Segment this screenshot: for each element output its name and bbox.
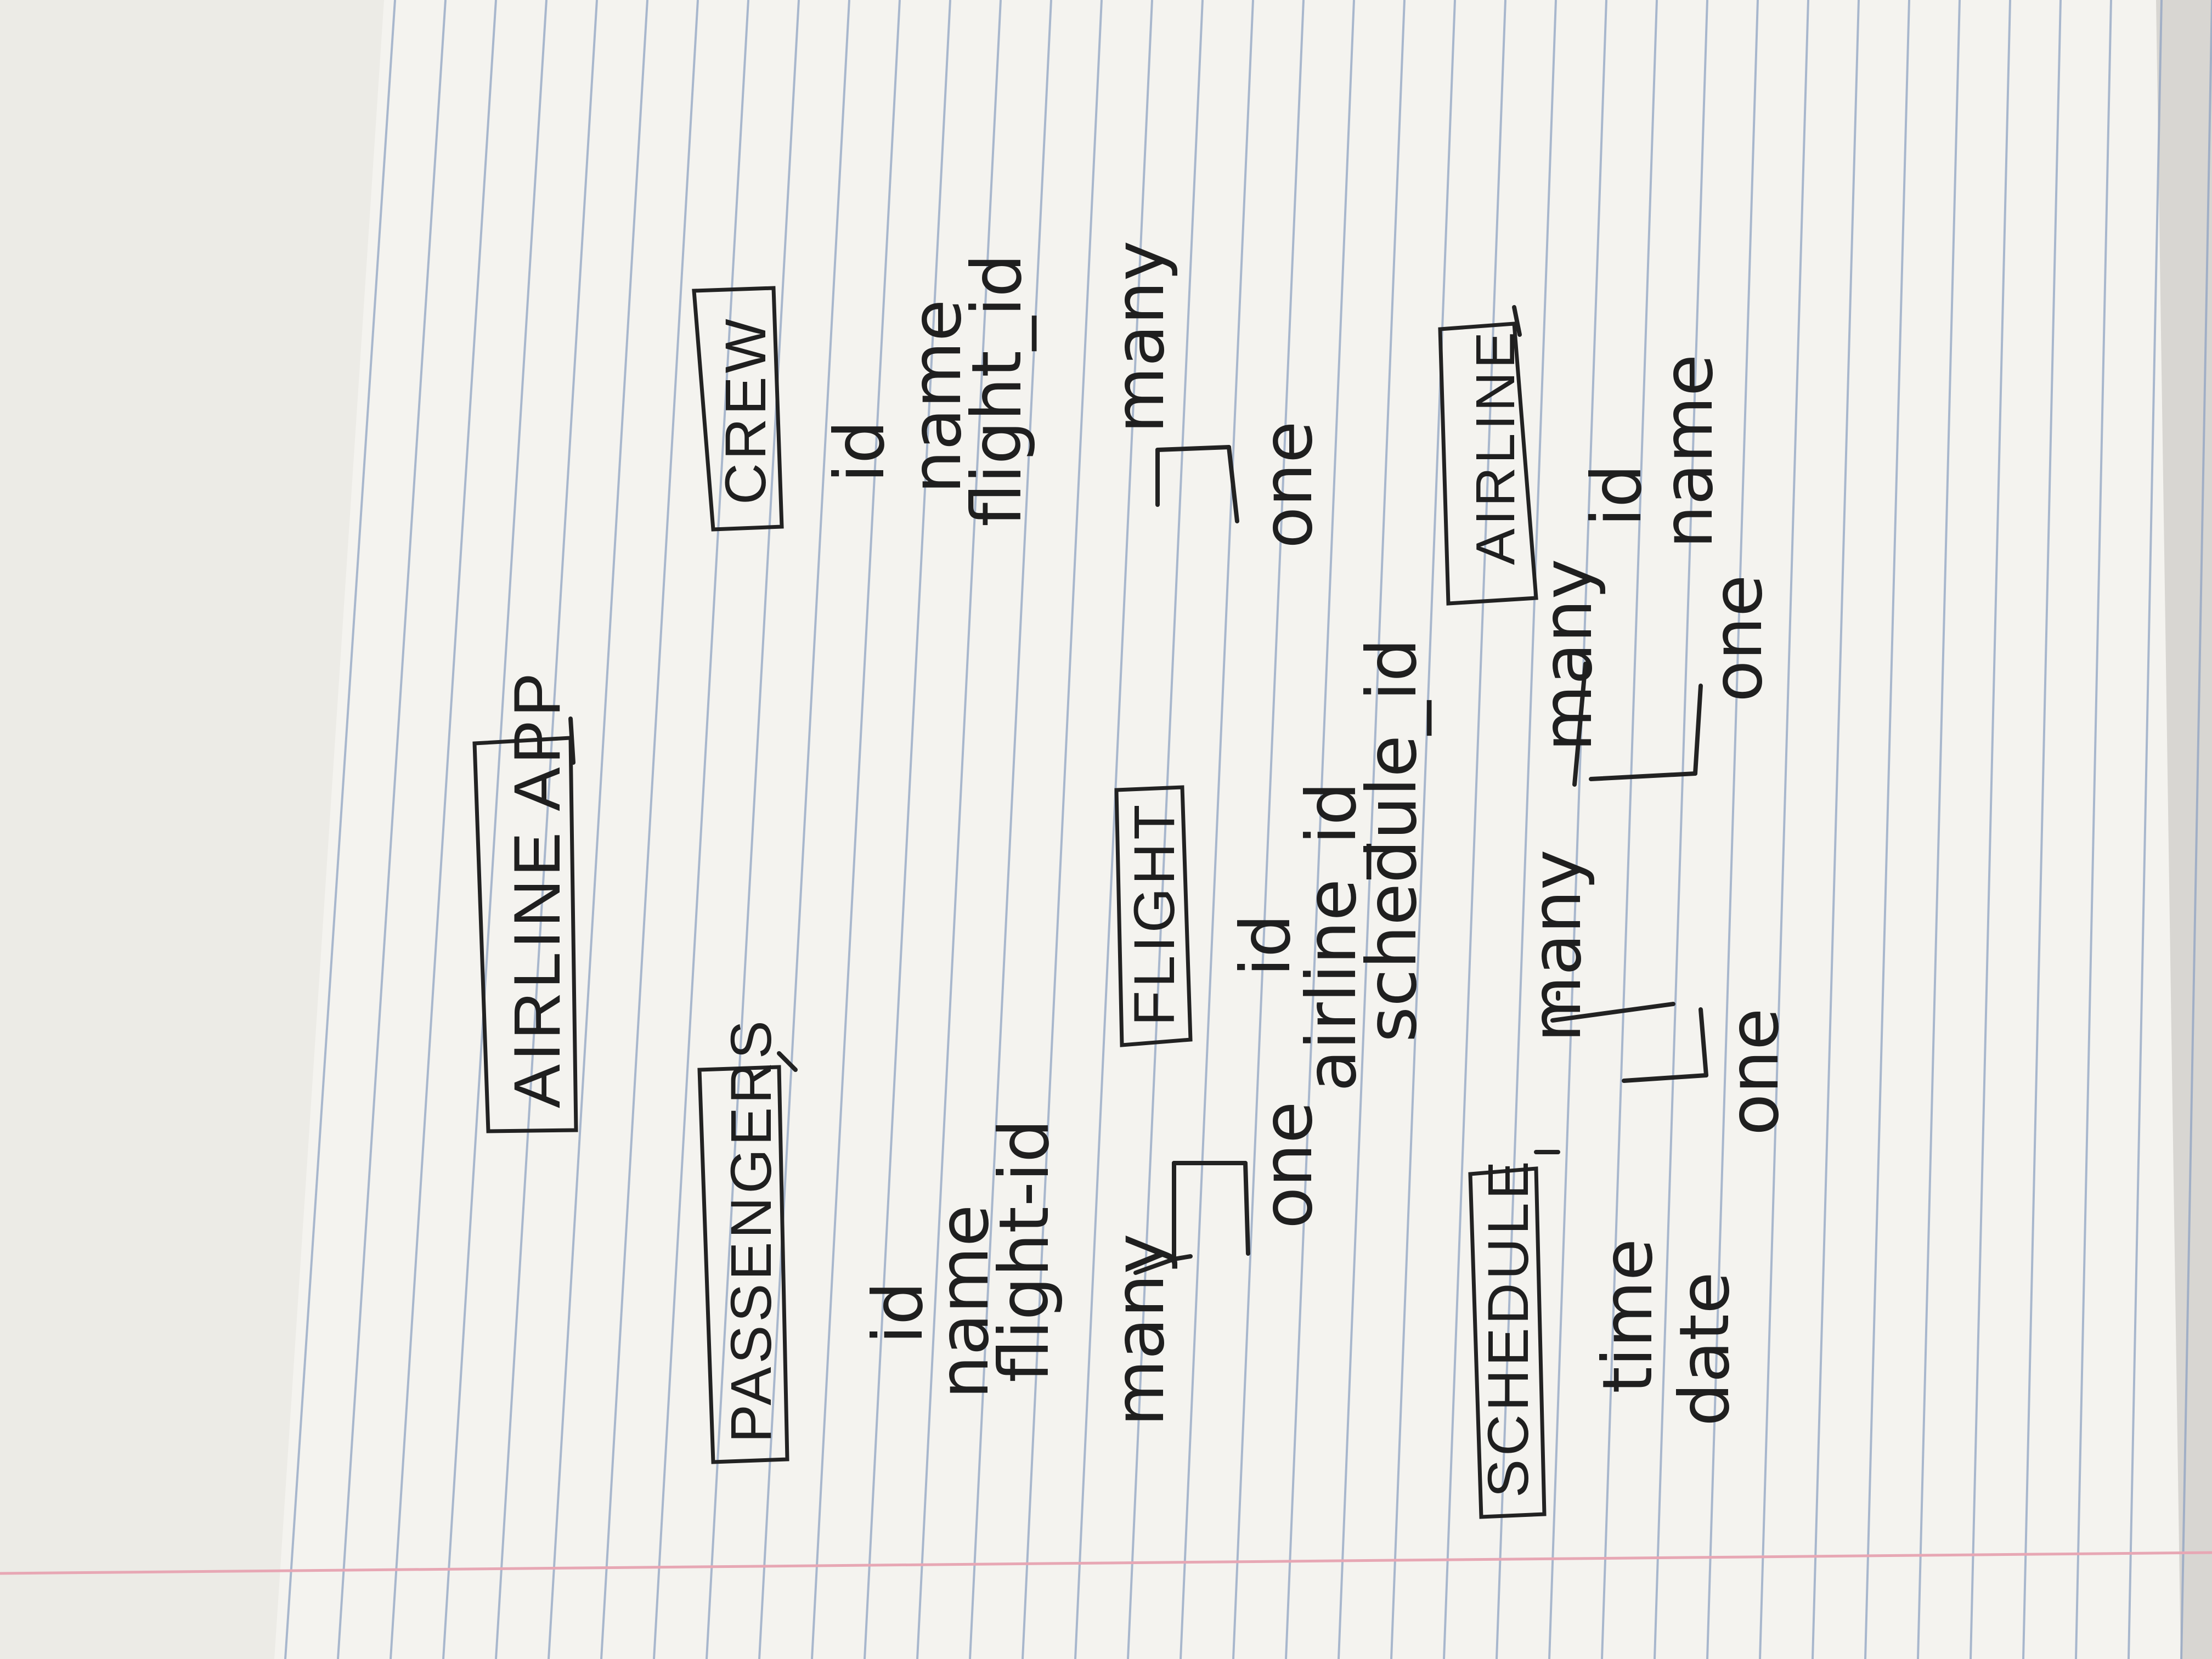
relation-fs-many: many <box>1517 849 1596 1042</box>
flight-field-id: id <box>1226 914 1306 977</box>
rule-line <box>1970 0 2011 1659</box>
rule-line <box>969 0 1052 1659</box>
passengers-field-id: id <box>859 1282 938 1344</box>
relation-flight-airline: many one <box>1528 558 1778 787</box>
relation-pf-many: many <box>1100 1233 1180 1426</box>
rule-line <box>1812 0 1860 1659</box>
rule-line <box>1285 0 1355 1659</box>
relation-flight-schedule: many one <box>1517 849 1794 1136</box>
title-box: AIRLINE APP <box>472 669 578 1133</box>
rule-line <box>1390 0 1456 1659</box>
schedule-label: SCHEDULE <box>1476 1158 1541 1498</box>
schedule-field-date: date <box>1665 1272 1745 1426</box>
rule-line <box>811 0 901 1659</box>
passengers-field-name: name <box>924 1205 1004 1400</box>
rule-line <box>548 0 648 1659</box>
schedule-field-time: time <box>1588 1239 1668 1393</box>
crew-field-flight-id: flight_id <box>957 253 1037 527</box>
relation-crew-flight: many one <box>1100 240 1328 549</box>
rule-line <box>653 0 749 1659</box>
rule-line <box>442 0 548 1659</box>
rule-line <box>916 0 1002 1659</box>
relation-cf-many: many <box>1100 240 1180 433</box>
margin-line <box>0 1551 2212 1575</box>
rule-line <box>864 0 951 1659</box>
rule-line <box>1601 0 1658 1659</box>
airline-field-id: id <box>1577 464 1657 527</box>
flight-entity: FLIGHT id airline_id schedule_id <box>1114 638 1432 1092</box>
flight-field-schedule-id: schedule_id <box>1352 638 1432 1042</box>
rule-line <box>1443 0 1506 1659</box>
rule-line <box>1548 0 1607 1659</box>
rule-line <box>337 0 447 1659</box>
relation-cf-one: one <box>1248 421 1328 549</box>
schedule-entity: SCHEDULE time date <box>1468 1150 1745 1519</box>
relation-fa-many: many <box>1528 558 1607 752</box>
passengers-entity: PASSENGERS id name flight-id <box>697 1017 1064 1464</box>
rule-line <box>1759 0 1809 1659</box>
airline-entity: AIRLINE id name <box>1438 305 1728 606</box>
rule-line <box>1917 0 1961 1659</box>
rule-line <box>495 0 598 1659</box>
crew-field-name: name <box>897 300 977 494</box>
rule-line <box>2128 0 2163 1659</box>
relation-passengers-flight: many one <box>1100 1101 1328 1426</box>
rule-line <box>1180 0 1254 1659</box>
rule-line <box>1496 0 1557 1659</box>
rule-line <box>2075 0 2112 1659</box>
rule-line <box>1706 0 1759 1659</box>
crew-label: CREW <box>714 315 778 505</box>
rule-line <box>1654 0 1708 1659</box>
rule-line <box>2180 0 2212 1659</box>
rule-line <box>758 0 850 1659</box>
crew-field-id: id <box>820 420 900 483</box>
rule-line <box>2022 0 2062 1659</box>
title-text: AIRLINE APP <box>500 669 574 1108</box>
rule-line <box>390 0 497 1659</box>
rule-line <box>1338 0 1406 1659</box>
airline-field-name: name <box>1649 354 1728 549</box>
rule-line <box>1864 0 1910 1659</box>
airline-label: AIRLINE <box>1465 329 1526 565</box>
rule-line <box>706 0 800 1659</box>
rule-line <box>1232 0 1305 1659</box>
passengers-field-flight-id: flight-id <box>985 1119 1064 1383</box>
flight-field-airline-id: airline_id <box>1292 782 1372 1092</box>
flight-label: FLIGHT <box>1122 802 1187 1026</box>
relation-fa-one: one <box>1698 574 1778 702</box>
relation-fs-one: one <box>1714 1008 1794 1136</box>
rule-line <box>1127 0 1204 1659</box>
crew-entity: CREW id name flight_id <box>692 253 1037 532</box>
rule-line <box>284 0 396 1659</box>
ruled-lines <box>284 0 2212 1659</box>
passengers-label: PASSENGERS <box>719 1017 783 1443</box>
rule-line <box>1022 0 1103 1659</box>
relation-pf-one: one <box>1248 1101 1328 1229</box>
rule-line <box>600 0 699 1659</box>
rule-line <box>1074 0 1153 1659</box>
